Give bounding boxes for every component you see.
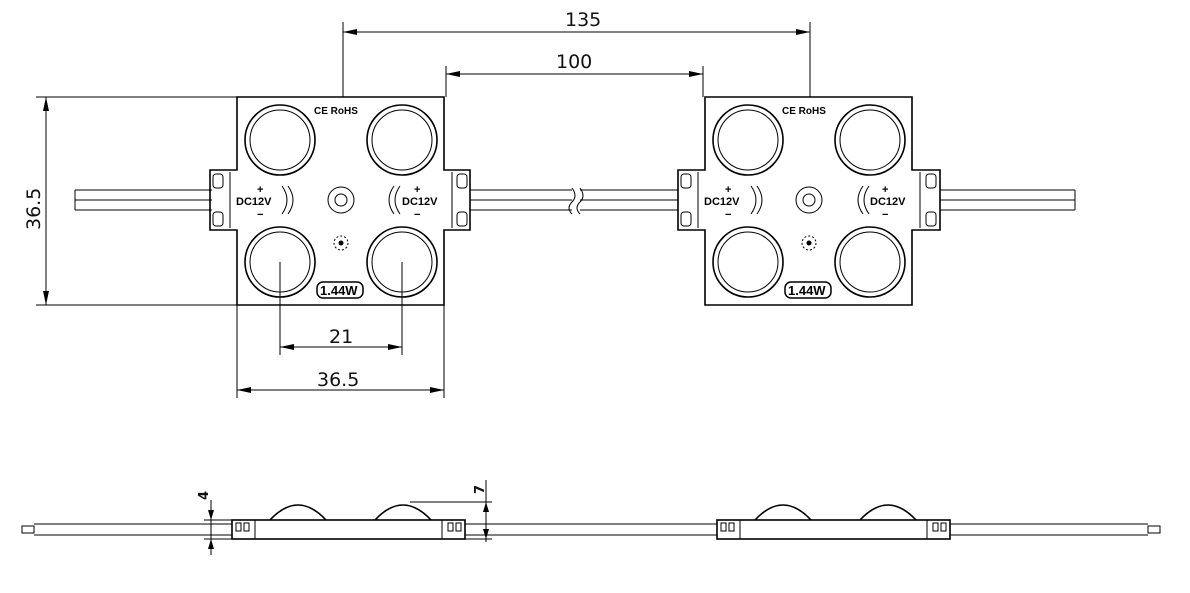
cable-left bbox=[74, 189, 212, 211]
dimension-height: 36.5 bbox=[23, 96, 237, 306]
dimension-label: 100 bbox=[556, 51, 592, 73]
plus-sign: + bbox=[882, 184, 888, 196]
minus-sign: − bbox=[257, 209, 263, 221]
lens-top-left bbox=[712, 104, 784, 176]
dimension-label: 135 bbox=[565, 9, 601, 31]
lens-profile bbox=[374, 504, 432, 521]
lens-profile bbox=[269, 504, 327, 521]
minus-sign: − bbox=[882, 209, 888, 221]
lens-top-right bbox=[834, 104, 906, 176]
voltage-label-right: DC12V bbox=[402, 196, 438, 208]
plus-sign: + bbox=[257, 184, 263, 196]
dimension-label: 7 bbox=[473, 485, 488, 494]
dimension-label: 4 bbox=[197, 491, 212, 500]
voltage-label-left: DC12V bbox=[704, 196, 740, 208]
dimension-135: 135 bbox=[342, 9, 811, 97]
voltage-label-right: DC12V bbox=[870, 196, 906, 208]
dimension-lens-spacing: 21 bbox=[279, 262, 403, 355]
voltage-label-left: DC12V bbox=[236, 196, 272, 208]
plus-sign: + bbox=[414, 184, 420, 196]
dimension-side-7: 7 bbox=[410, 480, 492, 542]
dimension-width: 36.5 bbox=[236, 305, 445, 398]
cable-right bbox=[940, 189, 1076, 211]
side-module-left bbox=[231, 504, 466, 540]
certification-label: CE RoHS bbox=[314, 106, 358, 117]
dimension-label: 36.5 bbox=[317, 369, 359, 391]
ic-chip-mark bbox=[333, 235, 349, 251]
dimension-side-4: 4 bbox=[197, 491, 232, 555]
dimension-label: 36.5 bbox=[23, 188, 45, 230]
mounting-hole bbox=[795, 186, 823, 214]
lens-top-left bbox=[244, 104, 316, 176]
ic-chip-mark bbox=[801, 235, 817, 251]
minus-sign: − bbox=[414, 209, 420, 221]
minus-sign: − bbox=[725, 209, 731, 221]
side-view: 4 7 bbox=[21, 480, 1161, 555]
led-module-right: CE RoHS DC12V DC12V + − + − 1.44W bbox=[677, 96, 941, 306]
plus-sign: + bbox=[725, 184, 731, 196]
certification-label: CE RoHS bbox=[782, 106, 826, 117]
lens-bottom-right bbox=[834, 226, 906, 298]
mounting-hole bbox=[327, 186, 355, 214]
lens-profile bbox=[859, 504, 917, 521]
dimension-label: 21 bbox=[329, 326, 353, 348]
side-module-right bbox=[716, 504, 951, 540]
power-label: 1.44W bbox=[320, 283, 358, 298]
lens-top-right bbox=[366, 104, 438, 176]
power-label: 1.44W bbox=[788, 283, 826, 298]
lens-profile bbox=[754, 504, 812, 521]
cable-middle bbox=[470, 187, 678, 215]
dimension-100: 100 bbox=[445, 51, 704, 97]
lens-bottom-left bbox=[712, 226, 784, 298]
led-module-left: CE RoHS DC12V DC12V + − + − 1.44W bbox=[209, 96, 471, 306]
